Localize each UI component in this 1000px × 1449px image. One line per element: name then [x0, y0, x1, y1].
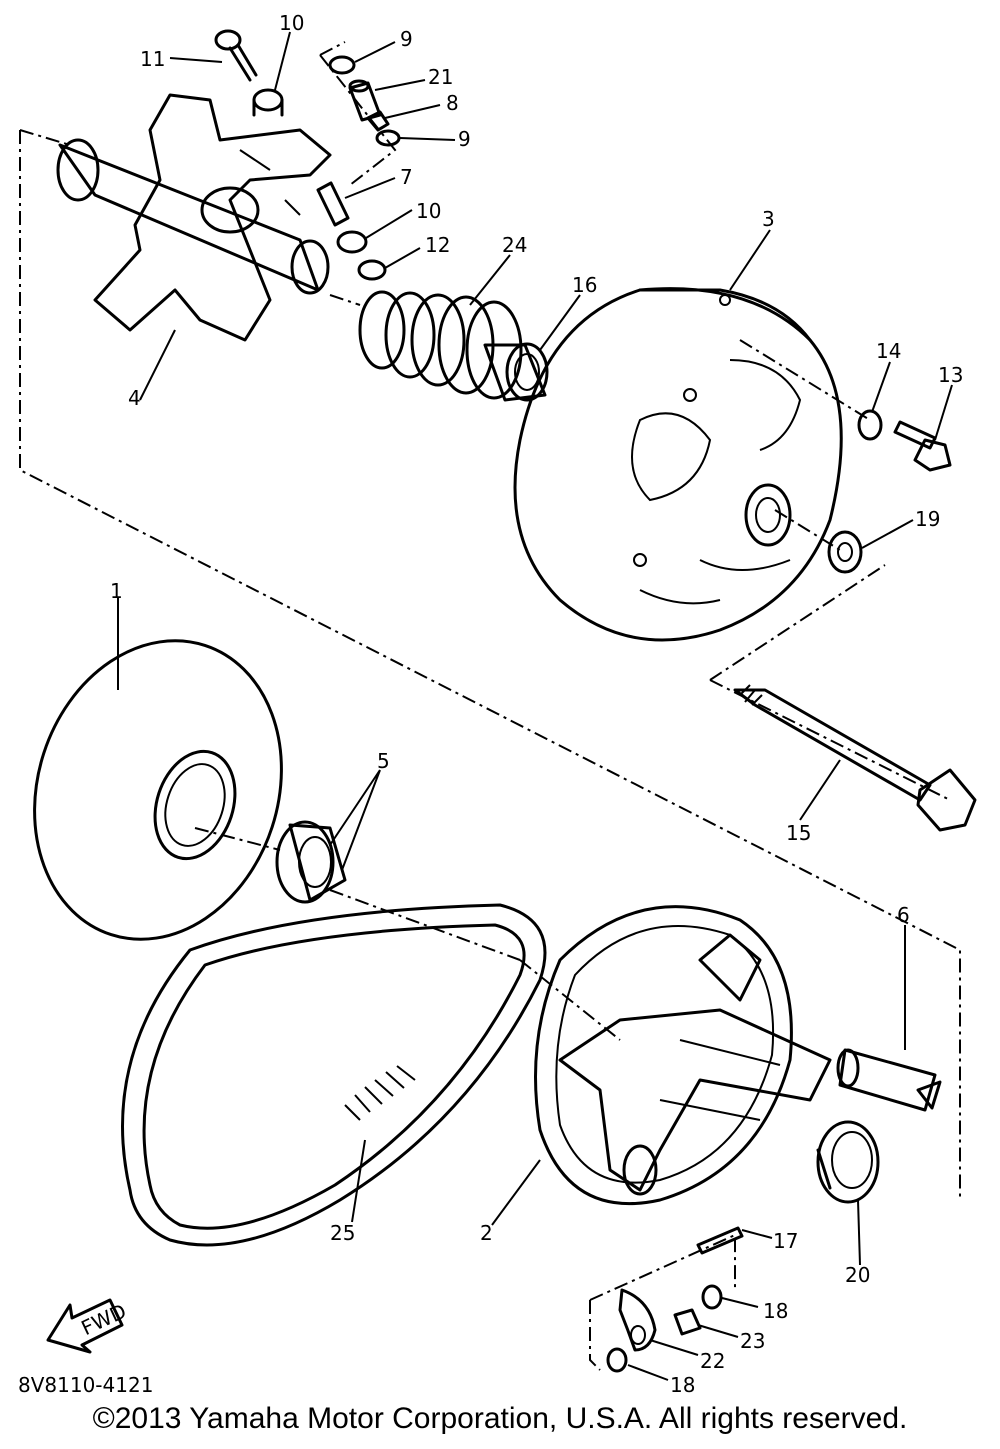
- callout-5: 5: [377, 749, 390, 773]
- callout-14: 14: [876, 339, 901, 363]
- fixed-sheave-disc-part-1: [33, 639, 283, 941]
- washer-part-9-lower: [375, 129, 401, 147]
- callout-24: 24: [502, 233, 527, 257]
- callout-18-right: 18: [763, 1299, 788, 1323]
- callout-16: 16: [572, 273, 597, 297]
- callout-3: 3: [762, 207, 775, 231]
- callout-2: 2: [480, 1221, 493, 1245]
- ring-part-20: [816, 1120, 880, 1204]
- callout-9-upper: 9: [400, 27, 413, 51]
- callout-17: 17: [773, 1229, 798, 1253]
- pin-part-7: [316, 181, 350, 227]
- callout-18-left: 18: [670, 1373, 695, 1397]
- washer-part-18-right: [701, 1284, 723, 1310]
- assembly-guide-lines: [19, 41, 961, 1371]
- callout-leader-lines: [117, 31, 953, 1381]
- washer-part-12: [357, 259, 387, 281]
- collar-part-10-lower: [336, 230, 368, 254]
- callout-4: 4: [128, 386, 141, 410]
- sleeve-part-6: [836, 1048, 942, 1112]
- callout-19: 19: [915, 507, 940, 531]
- long-bolt-part-15: [733, 684, 977, 832]
- fixed-sheave-hub-part-4: [56, 93, 332, 342]
- washer-part-18-left: [606, 1347, 628, 1373]
- slider-bushings-part-5: [275, 820, 347, 904]
- drive-belt-part-25: [121, 903, 547, 1247]
- callout-6: 6: [897, 903, 910, 927]
- cam-slider-part-22: [618, 1288, 657, 1352]
- copyright-notice: ©2013 Yamaha Motor Corporation, U.S.A. A…: [92, 1402, 908, 1435]
- compression-spring-part-24: [358, 290, 523, 400]
- callout-22: 22: [700, 1349, 725, 1373]
- forward-arrow-icon: FWD: [46, 1298, 130, 1354]
- callout-8: 8: [446, 91, 459, 115]
- washer-part-14: [857, 409, 883, 441]
- exploded-parts-diagram: FWD 11 10 9 21 8: [18, 11, 977, 1397]
- callout-12: 12: [425, 233, 450, 257]
- roller-part-8: [366, 110, 390, 132]
- cam-arm-sheave-part-2: [534, 905, 832, 1206]
- bushing-part-16: [483, 342, 549, 402]
- collar-part-10-upper: [252, 88, 284, 117]
- roller-pin-part-21: [348, 79, 382, 122]
- pin-part-17: [696, 1226, 744, 1255]
- callout-1: 1: [110, 579, 123, 603]
- callout-10-upper: 10: [279, 11, 304, 35]
- callout-9-lower: 9: [458, 127, 471, 151]
- callout-15: 15: [786, 821, 811, 845]
- washer-part-19: [827, 530, 863, 574]
- callout-21: 21: [428, 65, 453, 89]
- figure-code: 8V8110-4121: [18, 1373, 153, 1397]
- callout-11: 11: [140, 47, 165, 71]
- callout-20: 20: [845, 1263, 870, 1287]
- washer-part-9-upper: [328, 55, 356, 75]
- bolt-part-13: [893, 420, 952, 472]
- roller-part-23: [673, 1308, 702, 1336]
- callout-10-lower: 10: [416, 199, 441, 223]
- callout-25: 25: [330, 1221, 355, 1245]
- callout-23: 23: [740, 1329, 765, 1353]
- callout-numbers: 11 10 9 21 8 9 7 10 12 24 16 3 14 13 19 …: [18, 11, 963, 1397]
- bolt-part-11: [214, 29, 258, 82]
- callout-7: 7: [400, 165, 413, 189]
- callout-13: 13: [938, 363, 963, 387]
- sheave-cover-part-3: [513, 287, 843, 642]
